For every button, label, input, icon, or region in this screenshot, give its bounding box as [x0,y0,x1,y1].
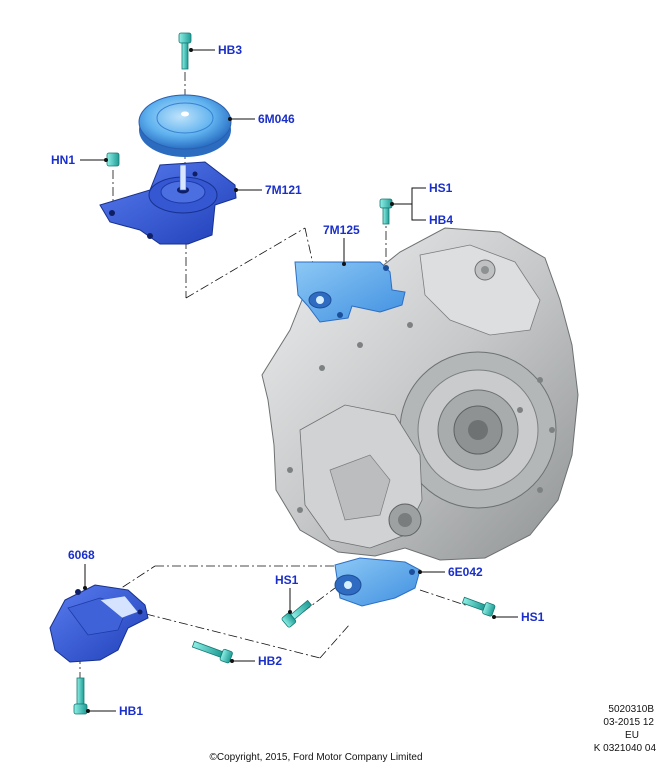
label-hb3: HB3 [218,43,242,57]
label-hs1-left: HS1 [275,573,299,587]
label-hs1-top: HS1 [429,181,453,195]
copyright: ©Copyright, 2015, Ford Motor Company Lim… [209,752,422,763]
label-6068: 6068 [68,548,95,562]
assembly-dash-lines [79,55,469,680]
label-hn1: HN1 [51,153,75,167]
label-hs1-right: HS1 [521,610,545,624]
part-6068-lower-mount [49,584,149,663]
part-6e042-bracket [334,557,421,607]
bolt-hs1-top [379,198,393,225]
nut-hn1 [106,152,120,167]
part-6m046-cover [138,94,232,157]
label-hb4: HB4 [429,213,453,227]
label-7m121: 7M121 [265,183,302,197]
leader-lines [80,48,518,713]
label-6e042: 6E042 [448,565,483,579]
bolt-hb2 [191,640,233,664]
ref-number: 5020310B [608,704,654,715]
bolt-hs1-right [461,596,496,617]
bolt-hb1 [73,677,88,715]
bolt-hb3 [178,32,192,70]
part-7m121-upper-mount [99,161,237,245]
ref-date: 03-2015 12 [603,717,654,728]
ref-region: EU [625,730,639,741]
label-hb2: HB2 [258,654,282,668]
label-7m125: 7M125 [323,223,360,237]
part-7m125-bracket [294,261,406,323]
bolt-hs1-left [281,599,313,628]
label-6m046: 6M046 [258,112,295,126]
ref-code: K 0321040 04 [594,743,657,754]
label-hb1: HB1 [119,704,143,718]
